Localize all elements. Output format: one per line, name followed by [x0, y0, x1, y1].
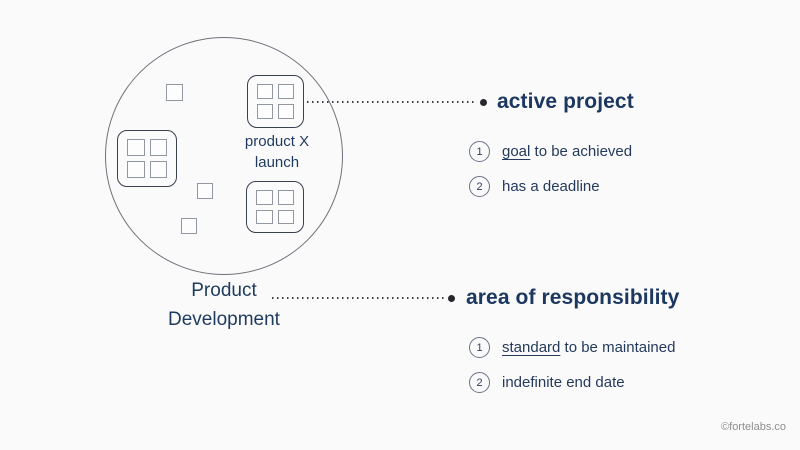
- underlined-keyword: standard: [502, 339, 561, 356]
- task-square: [277, 209, 294, 224]
- project-cluster: [246, 181, 304, 233]
- list-item: 1 standard to be maintained: [469, 337, 675, 358]
- area-circle-label: Product Development: [124, 276, 324, 334]
- task-square: [197, 183, 213, 199]
- task-square: [127, 161, 145, 178]
- area-circle: [105, 37, 343, 275]
- dotted-connector-project: [307, 101, 477, 103]
- task-square: [149, 161, 167, 178]
- task-square: [149, 139, 167, 156]
- project-label-line1: product X: [244, 133, 310, 150]
- bullet-dot-icon: [448, 295, 455, 302]
- item-rest-text: to be maintained: [560, 339, 676, 356]
- number-badge: 2: [469, 372, 490, 393]
- item-rest-text: to be achieved: [530, 143, 633, 160]
- list-item-text: indefinite end date: [502, 374, 625, 391]
- task-square: [127, 139, 145, 156]
- task-square: [277, 190, 294, 205]
- item-rest-text: has a deadline: [502, 178, 600, 195]
- project-cluster: [117, 130, 177, 187]
- task-square: [256, 209, 273, 224]
- task-square: [278, 104, 294, 119]
- bullet-dot-icon: [480, 99, 487, 106]
- list-item: 2 has a deadline: [469, 176, 600, 197]
- dotted-connector-area: [272, 297, 444, 299]
- task-square: [278, 84, 294, 99]
- task-square: [181, 218, 197, 234]
- section-title-area-of-responsibility: area of responsibility: [466, 286, 680, 309]
- task-square: [166, 84, 183, 101]
- list-item-text: has a deadline: [502, 178, 600, 195]
- area-label-line2: Development: [168, 309, 280, 330]
- task-square: [257, 84, 273, 99]
- number-badge: 1: [469, 337, 490, 358]
- item-rest-text: indefinite end date: [502, 374, 625, 391]
- section-title-active-project: active project: [497, 90, 634, 113]
- task-square: [256, 190, 273, 205]
- underlined-keyword: goal: [502, 143, 531, 160]
- task-square: [257, 104, 273, 119]
- list-item-text: goal to be achieved: [502, 143, 632, 160]
- list-item: 2 indefinite end date: [469, 372, 625, 393]
- project-cluster-product-x: [247, 75, 304, 128]
- project-cluster-label: product X launch: [227, 131, 327, 173]
- number-badge: 1: [469, 141, 490, 162]
- list-item: 1 goal to be achieved: [469, 141, 632, 162]
- list-item-text: standard to be maintained: [502, 339, 675, 356]
- number-badge: 2: [469, 176, 490, 197]
- copyright-credit: ©fortelabs.co: [721, 421, 786, 433]
- project-label-line2: launch: [254, 154, 300, 171]
- area-label-line1: Product: [191, 280, 257, 301]
